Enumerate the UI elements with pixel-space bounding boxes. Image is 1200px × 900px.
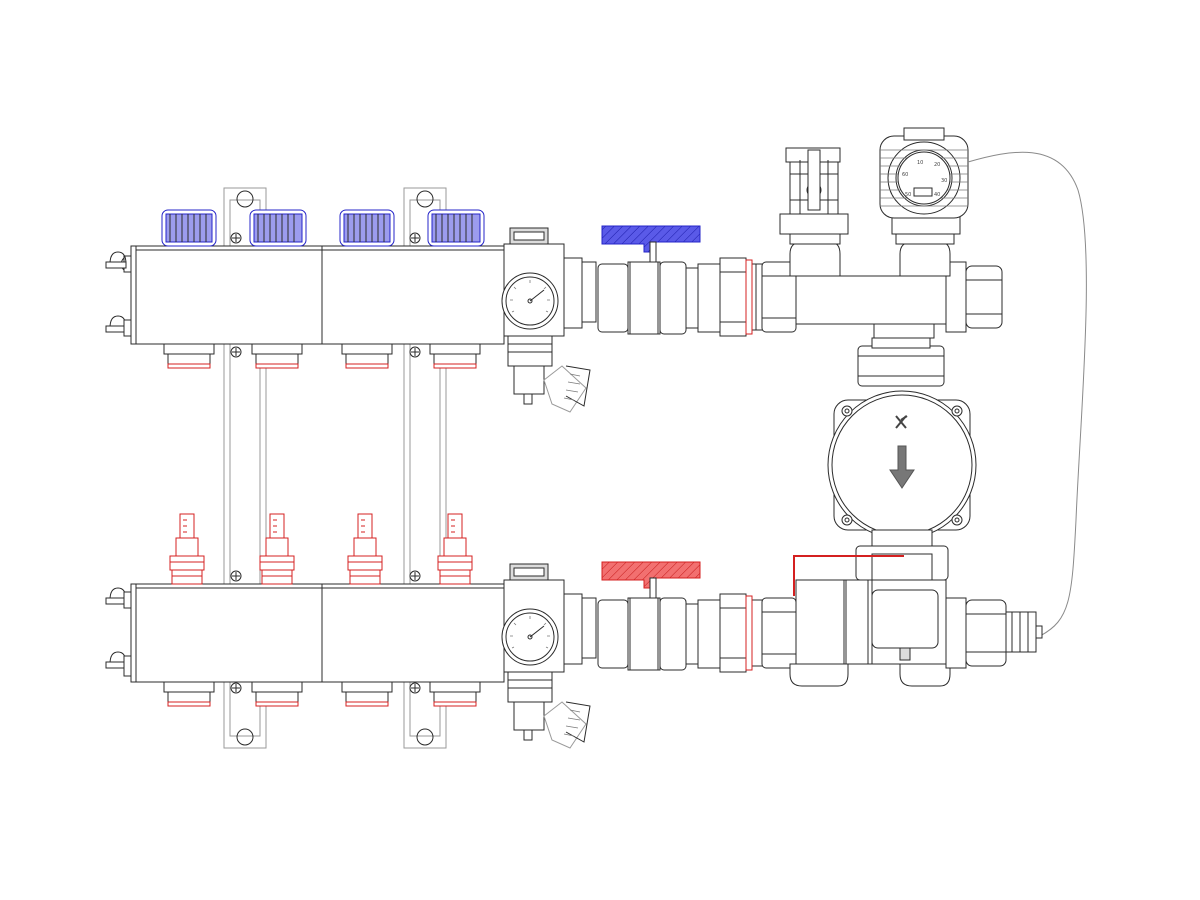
end-cap-top-upper: [105, 251, 135, 273]
dial-mark-50: 50: [905, 192, 911, 198]
flowmeter-1: [169, 513, 205, 585]
outlet-bottom-1: [163, 681, 215, 707]
outlet-bottom-4: [429, 681, 481, 707]
actuator-4: [427, 209, 485, 247]
supply-ball-valve: [597, 561, 765, 673]
supply-flow-line: [793, 555, 904, 596]
capillary-tube: [967, 151, 1087, 637]
air-vent-valve: [785, 147, 841, 215]
supply-manifold: [105, 513, 505, 707]
supply-gauge-block: [501, 563, 597, 749]
actuator-3: [339, 209, 395, 247]
outlet-top-1: [163, 343, 215, 369]
pump-logo-icon: [895, 415, 908, 429]
outlet-top-4: [429, 343, 481, 369]
dial-mark-40: 40: [934, 192, 940, 198]
dial-mark-30: 30: [941, 178, 947, 184]
end-cap-top-lower: [105, 315, 135, 337]
return-ball-valve: [597, 225, 765, 337]
return-mixing-tee: 10 20 30 40 50 60: [761, 127, 1003, 339]
flowmeter-3: [347, 513, 383, 585]
pressure-gauge-top: [501, 272, 559, 330]
dial-mark-20: 20: [934, 162, 940, 168]
drain-valve-bottom: [543, 701, 591, 749]
actuator-1: [161, 209, 217, 247]
outlet-bottom-2: [251, 681, 303, 707]
actuator-2: [249, 209, 307, 247]
thermostatic-head: 10 20 30 40 50 60: [879, 127, 969, 219]
flowmeter-2: [259, 513, 295, 585]
return-gauge-block: [501, 227, 597, 413]
outlet-top-2: [251, 343, 303, 369]
circulation-pump: [827, 390, 977, 549]
flowmeter-4: [437, 513, 473, 585]
dial-mark-60: 60: [902, 172, 908, 178]
dial-mark-10: 10: [917, 160, 923, 166]
pressure-gauge-bottom: [501, 608, 559, 666]
supply-mixing-valve: [761, 545, 1043, 687]
valve-handle-blue: [601, 225, 701, 263]
end-cap-bottom-lower: [105, 651, 135, 677]
drain-valve-top: [543, 365, 591, 413]
end-cap-bottom-upper: [105, 587, 135, 609]
return-manifold: [105, 209, 505, 369]
pump-union-top: [857, 337, 945, 387]
valve-handle-red: [601, 561, 701, 599]
outlet-bottom-3: [341, 681, 393, 707]
outlet-top-3: [341, 343, 393, 369]
flow-direction-arrow-icon: [889, 445, 915, 489]
